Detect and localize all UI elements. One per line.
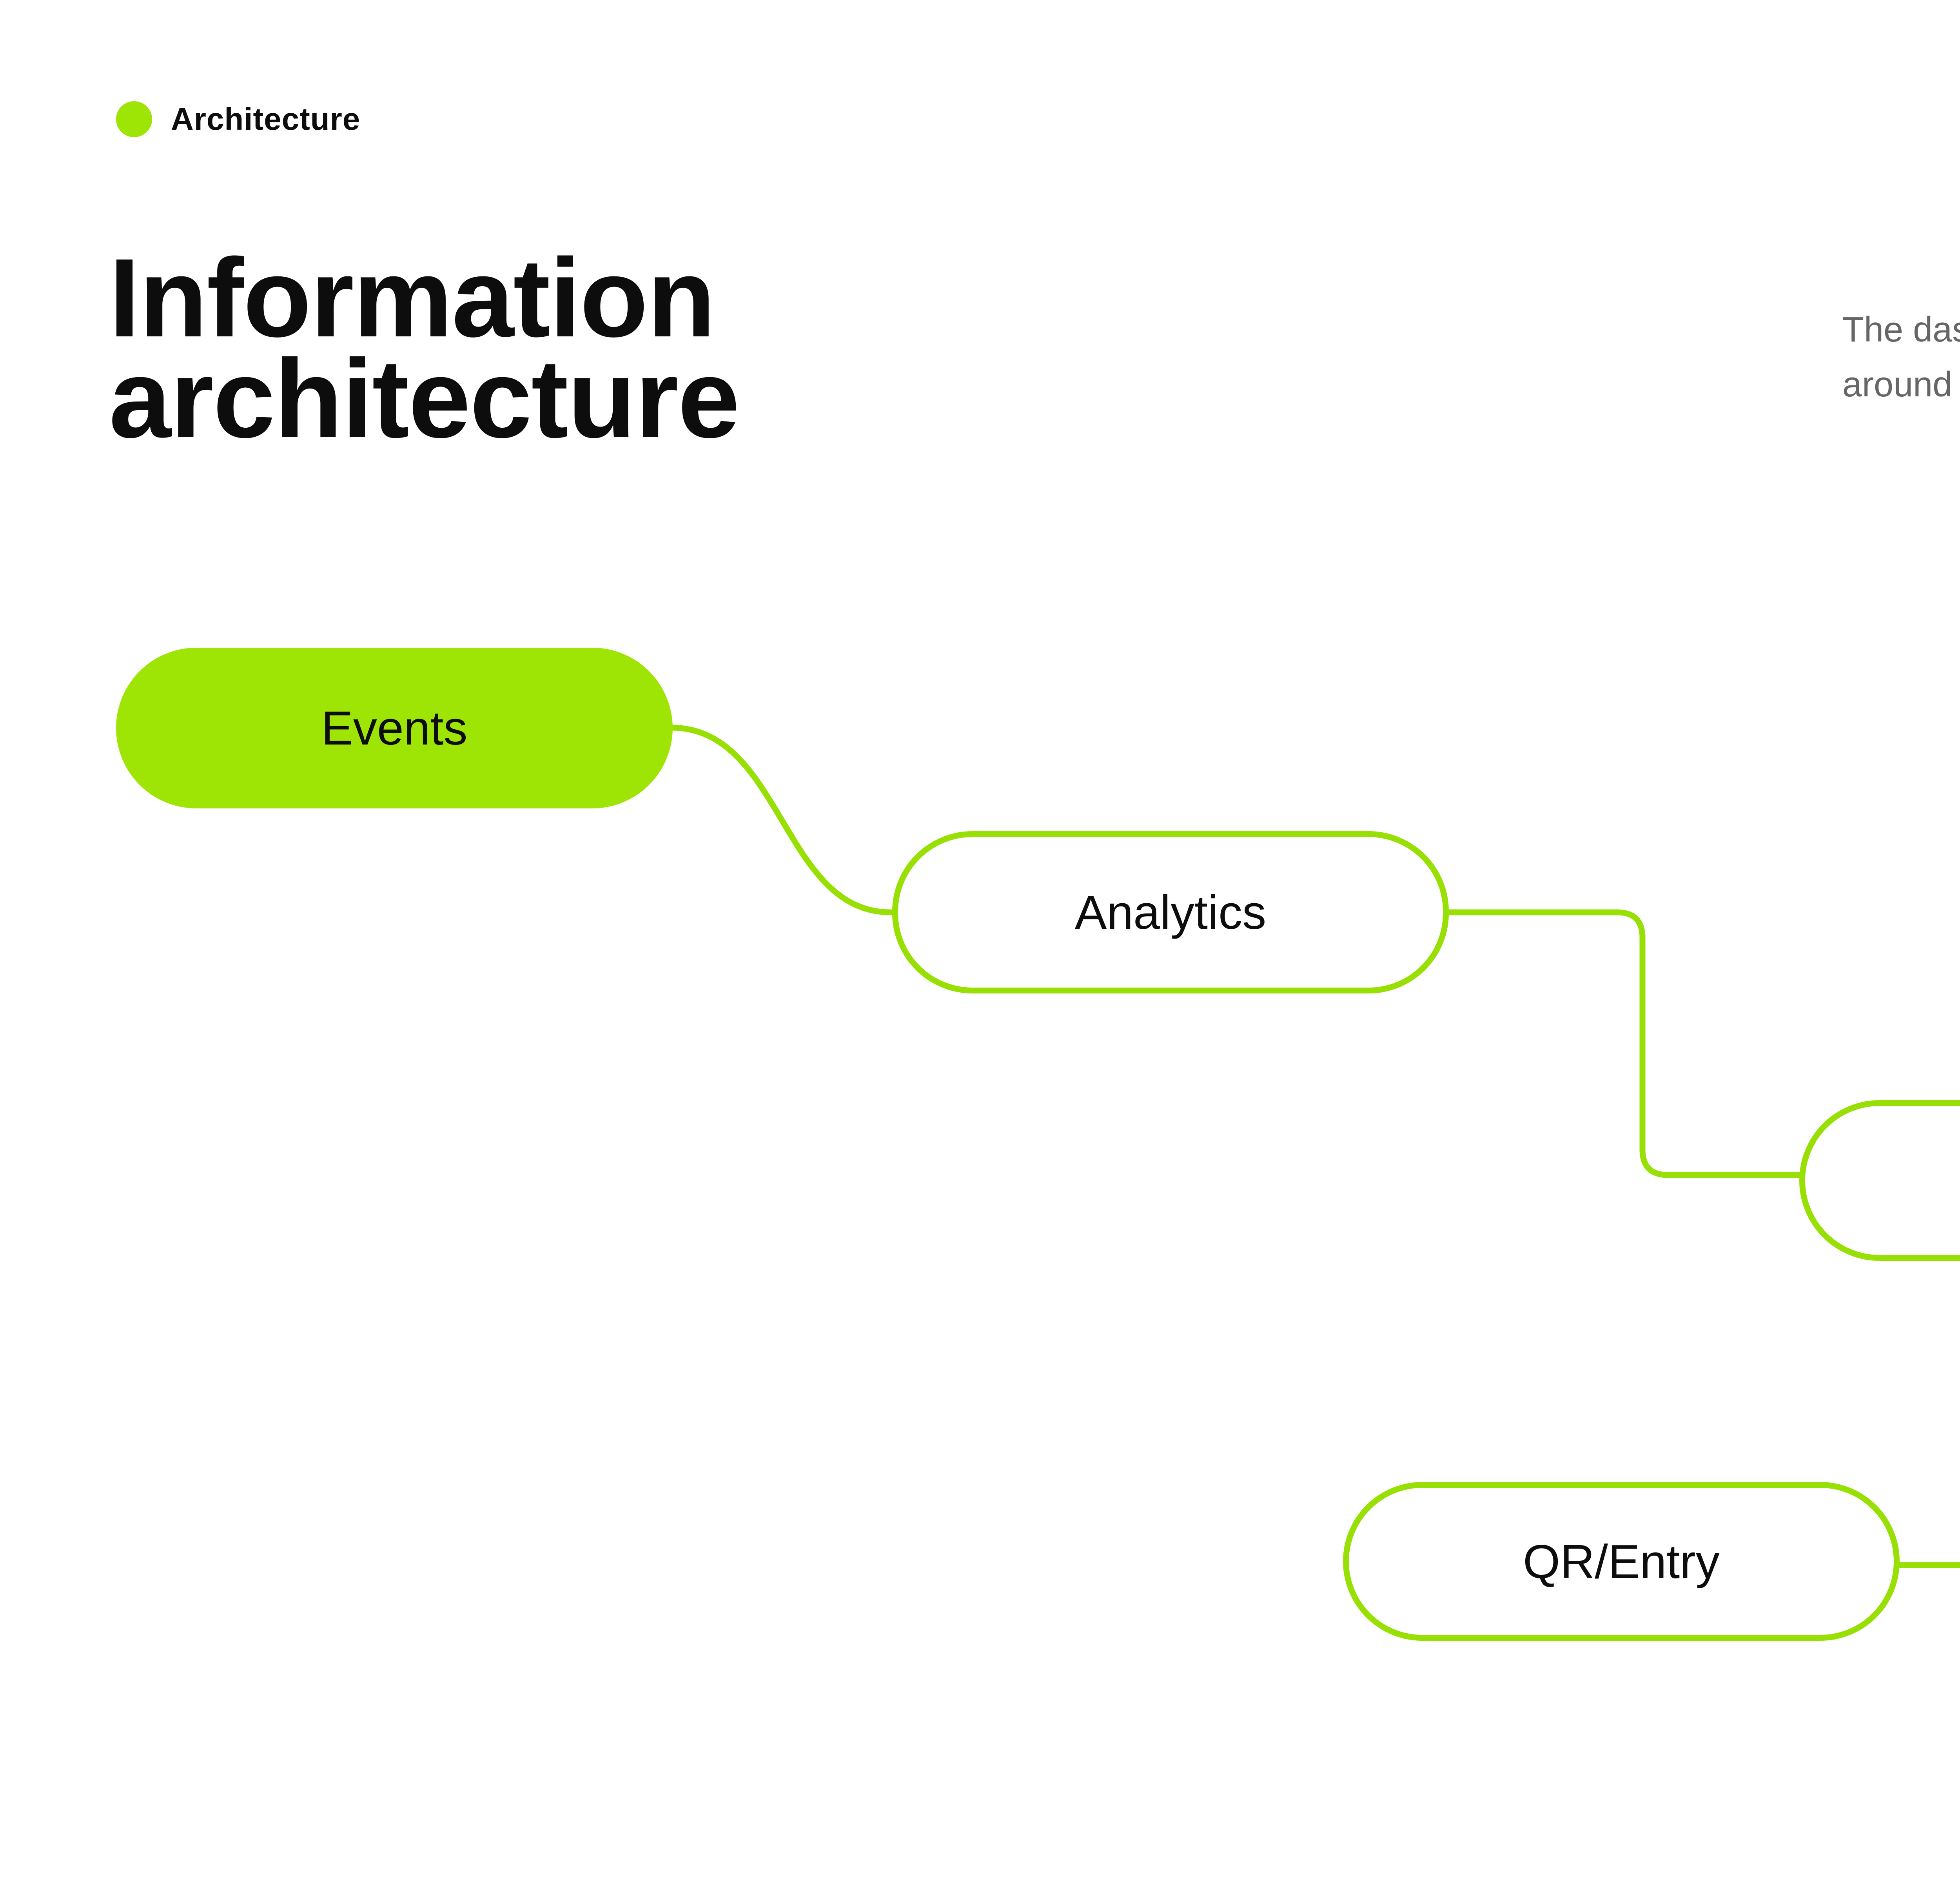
node-label-analytics: Analytics [1074,886,1267,939]
connector-events-analytics [668,725,894,915]
green-dot-icon [116,101,152,137]
page-title-line1: Information [109,236,715,360]
node-label-events: Events [321,701,468,755]
description-text: The dashboard is shaped around four pill… [1842,303,1960,412]
node-label-qr-entry: QR/Entry [1523,1535,1720,1588]
diagram-node-analytics: Analytics [892,831,1449,993]
page-title-line2: architecture [109,336,740,461]
page-title: Information architecture [109,236,740,461]
diagram-node-payments: Payments [1799,1100,1960,1261]
eyebrow: Architecture [116,101,360,137]
description-line1: The dashboard is shaped [1842,310,1960,349]
diagram-node-events: Events [116,648,673,808]
description-line2: around four pillars: [1842,365,1960,404]
diagram-node-qr-entry: QR/Entry [1343,1482,1900,1641]
eyebrow-label: Architecture [171,102,361,136]
connector-payments-qr-entry [1897,1562,1960,1568]
connector-analytics-payments [1446,909,1802,1178]
